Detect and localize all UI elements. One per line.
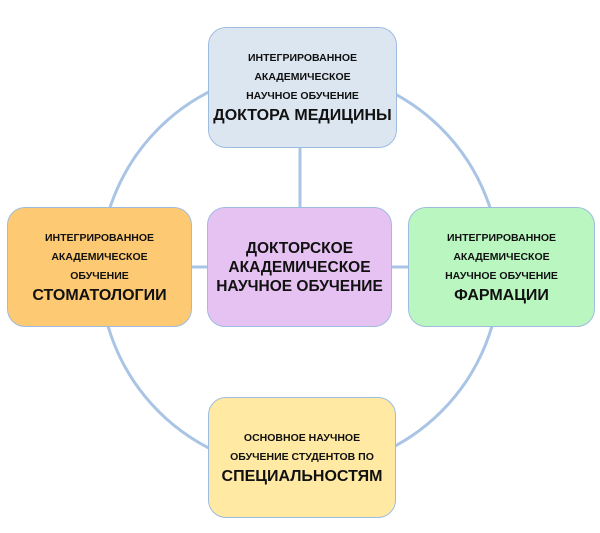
node-pharmacy: ИНТЕГРИРОВАННОЕ АКАДЕМИЧЕСКОЕ НАУЧНОЕ ОБ…: [408, 207, 595, 327]
node-line: ОБУЧЕНИЕ: [70, 269, 129, 282]
node-line: ОСНОВНОЕ НАУЧНОЕ: [243, 431, 361, 444]
node-line: ИНТЕГРИРОВАННОЕ: [446, 231, 557, 244]
node-dentistry: ИНТЕГРИРОВАННОЕ АКАДЕМИЧЕСКОЕ ОБУЧЕНИЕ С…: [7, 207, 192, 327]
node-title: ДОКТОРА МЕДИЦИНЫ: [213, 107, 392, 124]
node-line: АКАДЕМИЧЕСКОЕ: [254, 71, 351, 83]
node-specialties: ОСНОВНОЕ НАУЧНОЕ ОБУЧЕНИЕ СТУДЕНТОВ ПО С…: [208, 397, 396, 518]
node-line: ИНТЕГРИРОВАННОЕ: [247, 52, 358, 64]
node-line: НАУЧНОЕ ОБУЧЕНИЕ: [445, 269, 558, 282]
node-line: АКАДЕМИЧЕСКОЕ: [51, 250, 148, 263]
node-title: СПЕЦИАЛЬНОСТЯМ: [221, 467, 383, 485]
node-line: ИНТЕГРИРОВАННОЕ: [44, 231, 155, 244]
node-title: ФАРМАЦИИ: [454, 286, 549, 304]
node-line: НАУЧНОЕ ОБУЧЕНИЕ: [216, 277, 383, 295]
node-line: АКАДЕМИЧЕСКОЕ: [228, 258, 371, 276]
node-doctor-medicine: ИНТЕГРИРОВАННОЕ АКАДЕМИЧЕСКОЕ НАУЧНОЕ ОБ…: [208, 27, 397, 148]
node-line: ОБУЧЕНИЕ СТУДЕНТОВ ПО: [230, 450, 374, 463]
node-line: НАУЧНОЕ ОБУЧЕНИЕ: [246, 90, 359, 102]
node-line: АКАДЕМИЧЕСКОЕ: [453, 250, 550, 263]
node-line: ДОКТОРСКОЕ: [245, 239, 354, 257]
node-doctoral-center: ДОКТОРСКОЕ АКАДЕМИЧЕСКОЕ НАУЧНОЕ ОБУЧЕНИ…: [207, 207, 392, 327]
node-title: СТОМАТОЛОГИИ: [32, 286, 167, 304]
